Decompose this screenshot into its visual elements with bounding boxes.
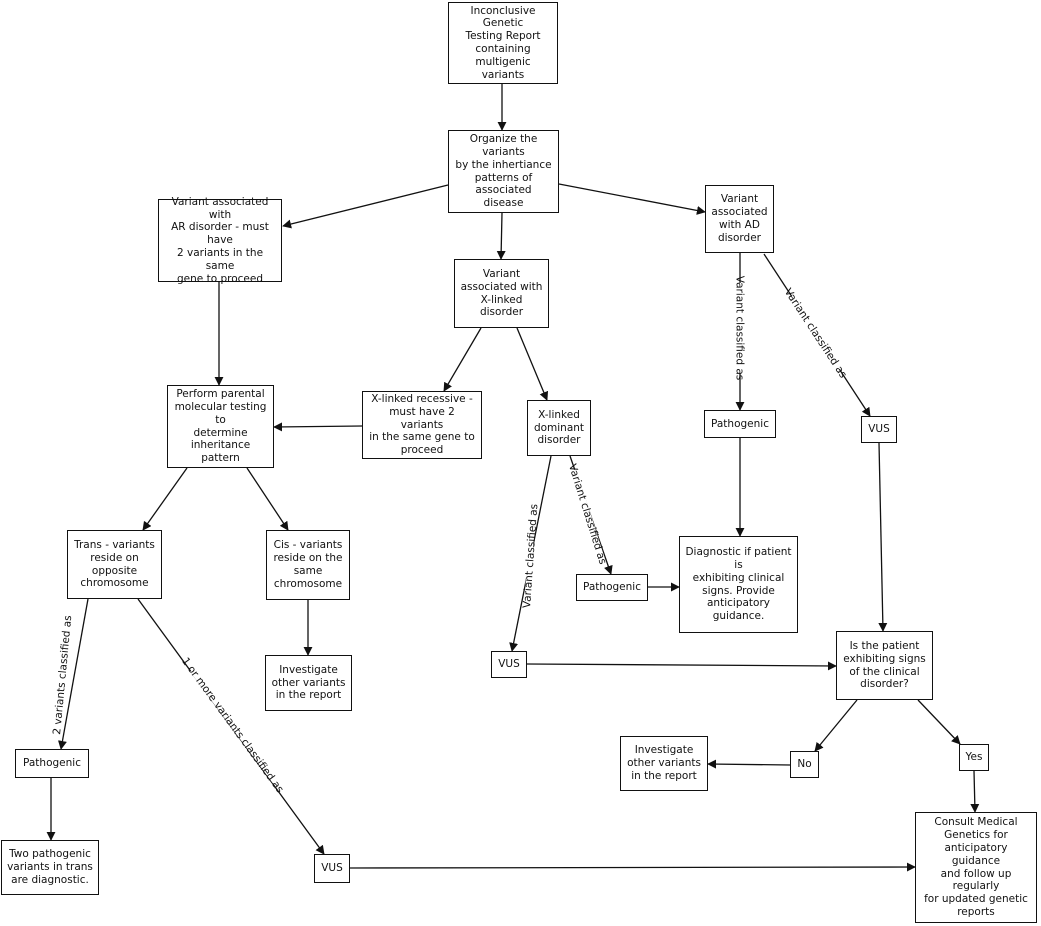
- arrow-vus-to-is-patient: [878, 442, 888, 632]
- arrow-xd-vus-to-is-patient: [526, 661, 837, 671]
- arrow-parental-to-cis: [246, 467, 289, 531]
- node-xd-vus: VUS: [491, 651, 527, 678]
- node-x-linked-recessive: X-linked recessive - must have 2 variant…: [362, 391, 482, 459]
- arrow-vus-to-consult: [349, 862, 916, 872]
- arrow-organize-to-ad: [558, 183, 706, 215]
- arrow-trans-to-pathogenic: [58, 598, 89, 750]
- arrow-yes-to-consult: [970, 770, 980, 813]
- node-no: No: [790, 751, 819, 778]
- node-parental-testing: Perform parental molecular testing to de…: [167, 385, 274, 468]
- arrow-xrecessive-to-parental: [273, 422, 363, 432]
- arrow-is-patient-to-yes: [917, 699, 961, 745]
- node-diagnostic: Diagnostic if patient is exhibiting clin…: [679, 536, 798, 633]
- node-ad-pathogenic: Pathogenic: [704, 410, 776, 438]
- arrow-is-patient-to-no: [814, 699, 858, 752]
- node-organize-variants: Organize the variants by the inhertiance…: [448, 130, 559, 213]
- arrow-xlinked-to-xrecessive: [443, 327, 482, 392]
- edge-label-ad-classified-vus: Variant classified as: [782, 286, 849, 380]
- node-consult-medical-genetics: Consult Medical Genetics for anticipator…: [915, 812, 1037, 923]
- node-cis-variants: Cis - variants reside on the same chromo…: [266, 530, 350, 600]
- arrow-organize-to-xlinked: [496, 212, 506, 260]
- node-ad-disorder: Variant associated with AD disorder: [705, 185, 774, 253]
- node-trans-pathogenic: Pathogenic: [15, 749, 89, 778]
- edge-label-two-variants-classified: 2 variants classified as: [51, 615, 74, 735]
- node-cis-investigate: Investigate other variants in the report: [265, 655, 352, 711]
- arrow-parental-to-trans: [142, 467, 188, 531]
- node-trans-variants: Trans - variants reside on opposite chro…: [67, 530, 162, 599]
- node-yes: Yes: [959, 744, 989, 771]
- arrow-organize-to-ar: [282, 184, 449, 229]
- node-inconclusive-report: Inconclusive Genetic Testing Report cont…: [448, 2, 558, 84]
- node-x-linked-dominant: X-linked dominant disorder: [527, 400, 591, 456]
- node-trans-vus: VUS: [314, 854, 350, 883]
- edge-label-xd-classified-pathogenic: Variant classified as: [566, 463, 609, 566]
- edge-label-ad-classified-pathogenic: Variant classified as: [733, 276, 745, 381]
- edge-label-xd-classified-vus: Variant classified as: [521, 503, 540, 608]
- node-ar-disorder: Variant associated with AR disorder - mu…: [158, 196, 282, 285]
- arrow-no-to-investigate: [707, 759, 791, 769]
- node-x-linked-disorder: Variant associated with X-linked disorde…: [454, 259, 549, 328]
- node-two-pathogenic-diagnostic: Two pathogenic variants in trans are dia…: [1, 840, 99, 895]
- node-is-patient-exhibiting: Is the patient exhibiting signs of the c…: [836, 631, 933, 700]
- node-ad-vus: VUS: [861, 416, 897, 443]
- node-no-investigate: Investigate other variants in the report: [620, 736, 708, 791]
- node-xd-pathogenic: Pathogenic: [576, 574, 648, 601]
- arrow-xlinked-to-xdominant: [516, 327, 549, 401]
